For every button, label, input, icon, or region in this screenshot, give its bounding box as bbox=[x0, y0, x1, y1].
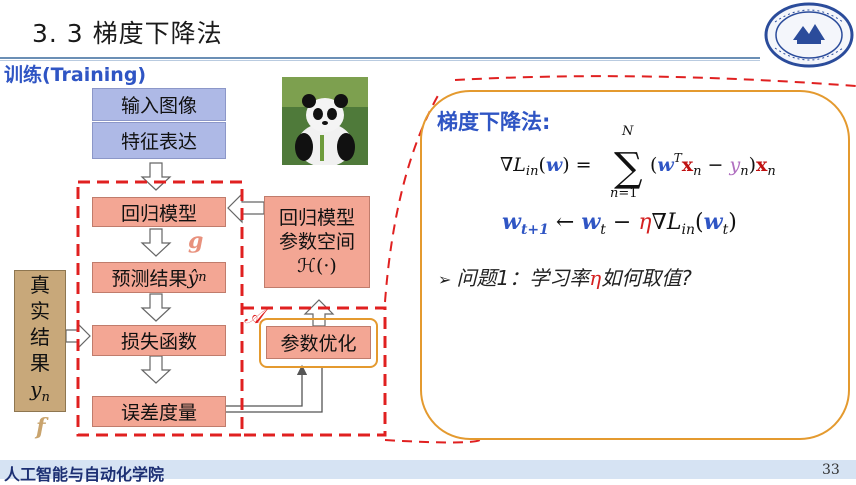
true-result-symbol: yn bbox=[30, 376, 50, 405]
parameter-space-symbol: ℋ(·) bbox=[297, 255, 337, 277]
true-result-char-3: 结 bbox=[30, 324, 50, 349]
footer-bar bbox=[0, 460, 856, 479]
university-seal-logo bbox=[764, 2, 854, 68]
regression-model-box: 回归模型 bbox=[92, 197, 226, 227]
error-measure-box: 误差度量 bbox=[92, 396, 226, 427]
question-line: ➢ 问题1：学习率η如何取值? bbox=[438, 262, 692, 291]
prediction-symbol: ŷ bbox=[187, 266, 199, 289]
prediction-label: 预测结果 bbox=[111, 268, 188, 290]
title-divider-thin bbox=[0, 60, 760, 61]
true-result-char-2: 实 bbox=[30, 298, 50, 323]
footer-institute: 人工智能与自动化学院 bbox=[4, 465, 165, 484]
slide-title: 3. 3 梯度下降法 bbox=[32, 19, 223, 48]
parameter-space-line2: 参数空间 bbox=[278, 231, 355, 253]
true-result-char-1: 真 bbox=[30, 272, 50, 297]
loss-function-box: 损失函数 bbox=[92, 325, 226, 356]
true-result-box: 真 实 结 果 yn bbox=[14, 270, 66, 412]
parameter-space-line1: 回归模型 bbox=[278, 207, 355, 229]
question-eta: η bbox=[589, 266, 602, 290]
param-opt-frame bbox=[259, 318, 378, 368]
note-heading: 梯度下降法: bbox=[437, 110, 551, 134]
svg-text:∇Lin(w) =: ∇Lin(w) = bbox=[500, 154, 592, 179]
feature-representation-box: 特征表达 bbox=[92, 122, 226, 159]
gradient-descent-note-box bbox=[420, 90, 850, 440]
true-result-char-4: 果 bbox=[30, 350, 50, 375]
svg-text:∑: ∑ bbox=[614, 145, 643, 191]
svg-text:n=1: n=1 bbox=[610, 186, 638, 201]
parameter-optimization-box: 参数优化 bbox=[266, 326, 371, 359]
question-tail: 如何取值? bbox=[601, 266, 692, 290]
svg-text:wt+1 ← wt − η∇Lin(wt): wt+1 ← wt − η∇Lin(wt) bbox=[502, 209, 737, 238]
f-label: f bbox=[36, 414, 46, 440]
gradient-formulas: ∇Lin(w) = N ∑ n=1 (wTxn − yn)xn wt+1 ← w… bbox=[500, 124, 776, 238]
title-divider bbox=[0, 57, 760, 59]
input-image-box: 输入图像 bbox=[92, 88, 226, 121]
question-text: 问题1：学习率 bbox=[456, 266, 590, 290]
prediction-subscript: n bbox=[198, 270, 207, 285]
g-label: g bbox=[188, 228, 204, 254]
svg-text:(wTxn − yn)xn: (wTxn − yn)xn bbox=[650, 151, 776, 179]
svg-text:N: N bbox=[621, 124, 634, 139]
parameter-space-box: 回归模型 参数空间 ℋ(·) bbox=[264, 196, 370, 288]
panda-photo bbox=[282, 77, 368, 165]
a-label: 𝒜 bbox=[244, 304, 263, 328]
page-number: 33 bbox=[822, 462, 840, 478]
section-subtitle: 训练(Training) bbox=[4, 64, 147, 86]
bullet-arrow-icon: ➢ bbox=[438, 270, 457, 289]
